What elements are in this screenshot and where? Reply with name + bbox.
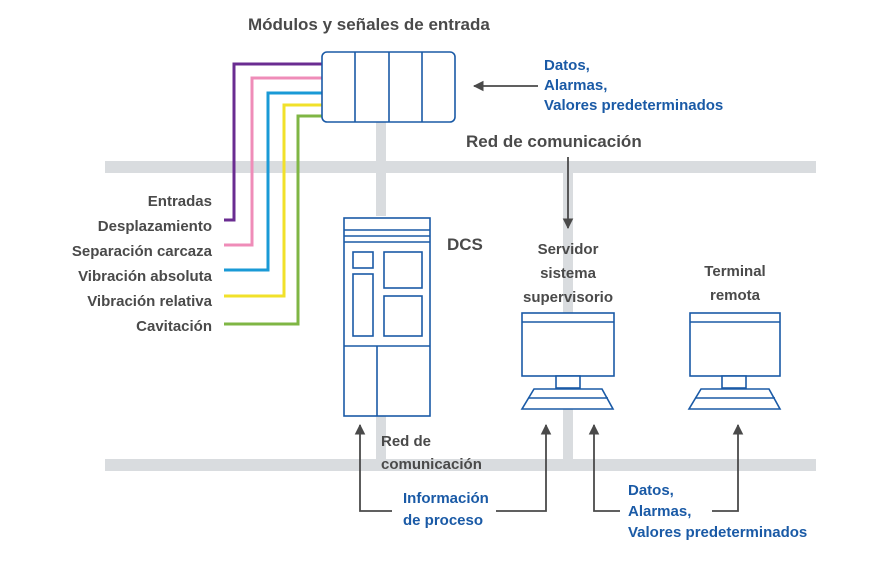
bottom-bus	[105, 459, 816, 471]
server-bottom-drop	[563, 408, 573, 459]
input-vibracion-absoluta: Vibración absoluta	[78, 268, 212, 285]
server-label-line-3: supervisorio	[522, 289, 614, 306]
dcs-label: DCS	[447, 235, 483, 254]
process-info-label: Información de proceso	[403, 488, 489, 532]
top-bus	[105, 161, 816, 173]
terminal-computer	[687, 312, 782, 410]
bottom-data-note: Datos, Alarmas, Valores predeterminados	[628, 480, 807, 543]
input-separacion-carcaza: Separación carcaza	[71, 243, 212, 260]
input-cavitacion: Cavitación	[136, 318, 212, 335]
top-note-line-2: Alarmas,	[544, 77, 608, 94]
arrow-data-to-terminal	[712, 423, 744, 512]
signal-line-vibracion-absoluta	[224, 91, 322, 272]
bottom-note-line-1: Datos,	[628, 482, 674, 499]
input-desplazamiento: Desplazamiento	[97, 218, 212, 235]
network-bottom-line-2: comunicación	[381, 456, 482, 473]
module-drop	[376, 122, 386, 216]
arrow-process-info-to-server	[496, 423, 552, 512]
dcs-drop	[376, 416, 386, 459]
bottom-note-line-3: Valores predeterminados	[628, 524, 808, 541]
server-drop	[563, 173, 573, 313]
network-top-label: Red de comunicación	[466, 132, 642, 151]
signal-line-cavitacion	[224, 114, 322, 326]
signal-line-vibracion-relativa	[224, 103, 322, 298]
network-bottom-label: Red de comunicación	[381, 430, 482, 476]
inputs-header: Entradas	[147, 193, 212, 210]
server-label-line-1: Servidor	[537, 241, 599, 258]
signal-line-separacion	[224, 76, 322, 247]
process-info-line-1: Información	[403, 490, 489, 507]
process-info-line-2: de proceso	[403, 512, 484, 529]
server-computer	[520, 312, 615, 410]
server-label: Servidor sistema supervisorio	[508, 238, 628, 310]
arrow-process-info-to-dcs	[354, 423, 392, 512]
bottom-note-line-2: Alarmas,	[628, 503, 692, 520]
server-label-line-2: sistema	[540, 265, 596, 282]
terminal-label-line-2: remota	[709, 287, 761, 304]
signal-line-desplazamiento	[224, 62, 322, 222]
input-vibracion-relativa: Vibración relativa	[87, 293, 212, 310]
dcs-cabinet	[343, 217, 431, 417]
input-signal-lines	[224, 62, 322, 326]
arrows	[354, 80, 744, 512]
arrow-data-to-server	[588, 423, 620, 512]
top-note-line-3: Valores predeterminados	[544, 97, 724, 114]
terminal-label: Terminal remota	[680, 260, 790, 308]
input-module	[321, 51, 456, 123]
inputs-list: Entradas Desplazamiento Separación carca…	[72, 189, 212, 339]
top-data-note: Datos, Alarmas, Valores predeterminados	[544, 56, 723, 116]
top-note-line-1: Datos,	[544, 57, 590, 74]
diagram-title: Módulos y señales de entrada	[248, 15, 490, 34]
network-bottom-line-1: Red de	[381, 433, 432, 450]
terminal-label-line-1: Terminal	[704, 263, 766, 280]
